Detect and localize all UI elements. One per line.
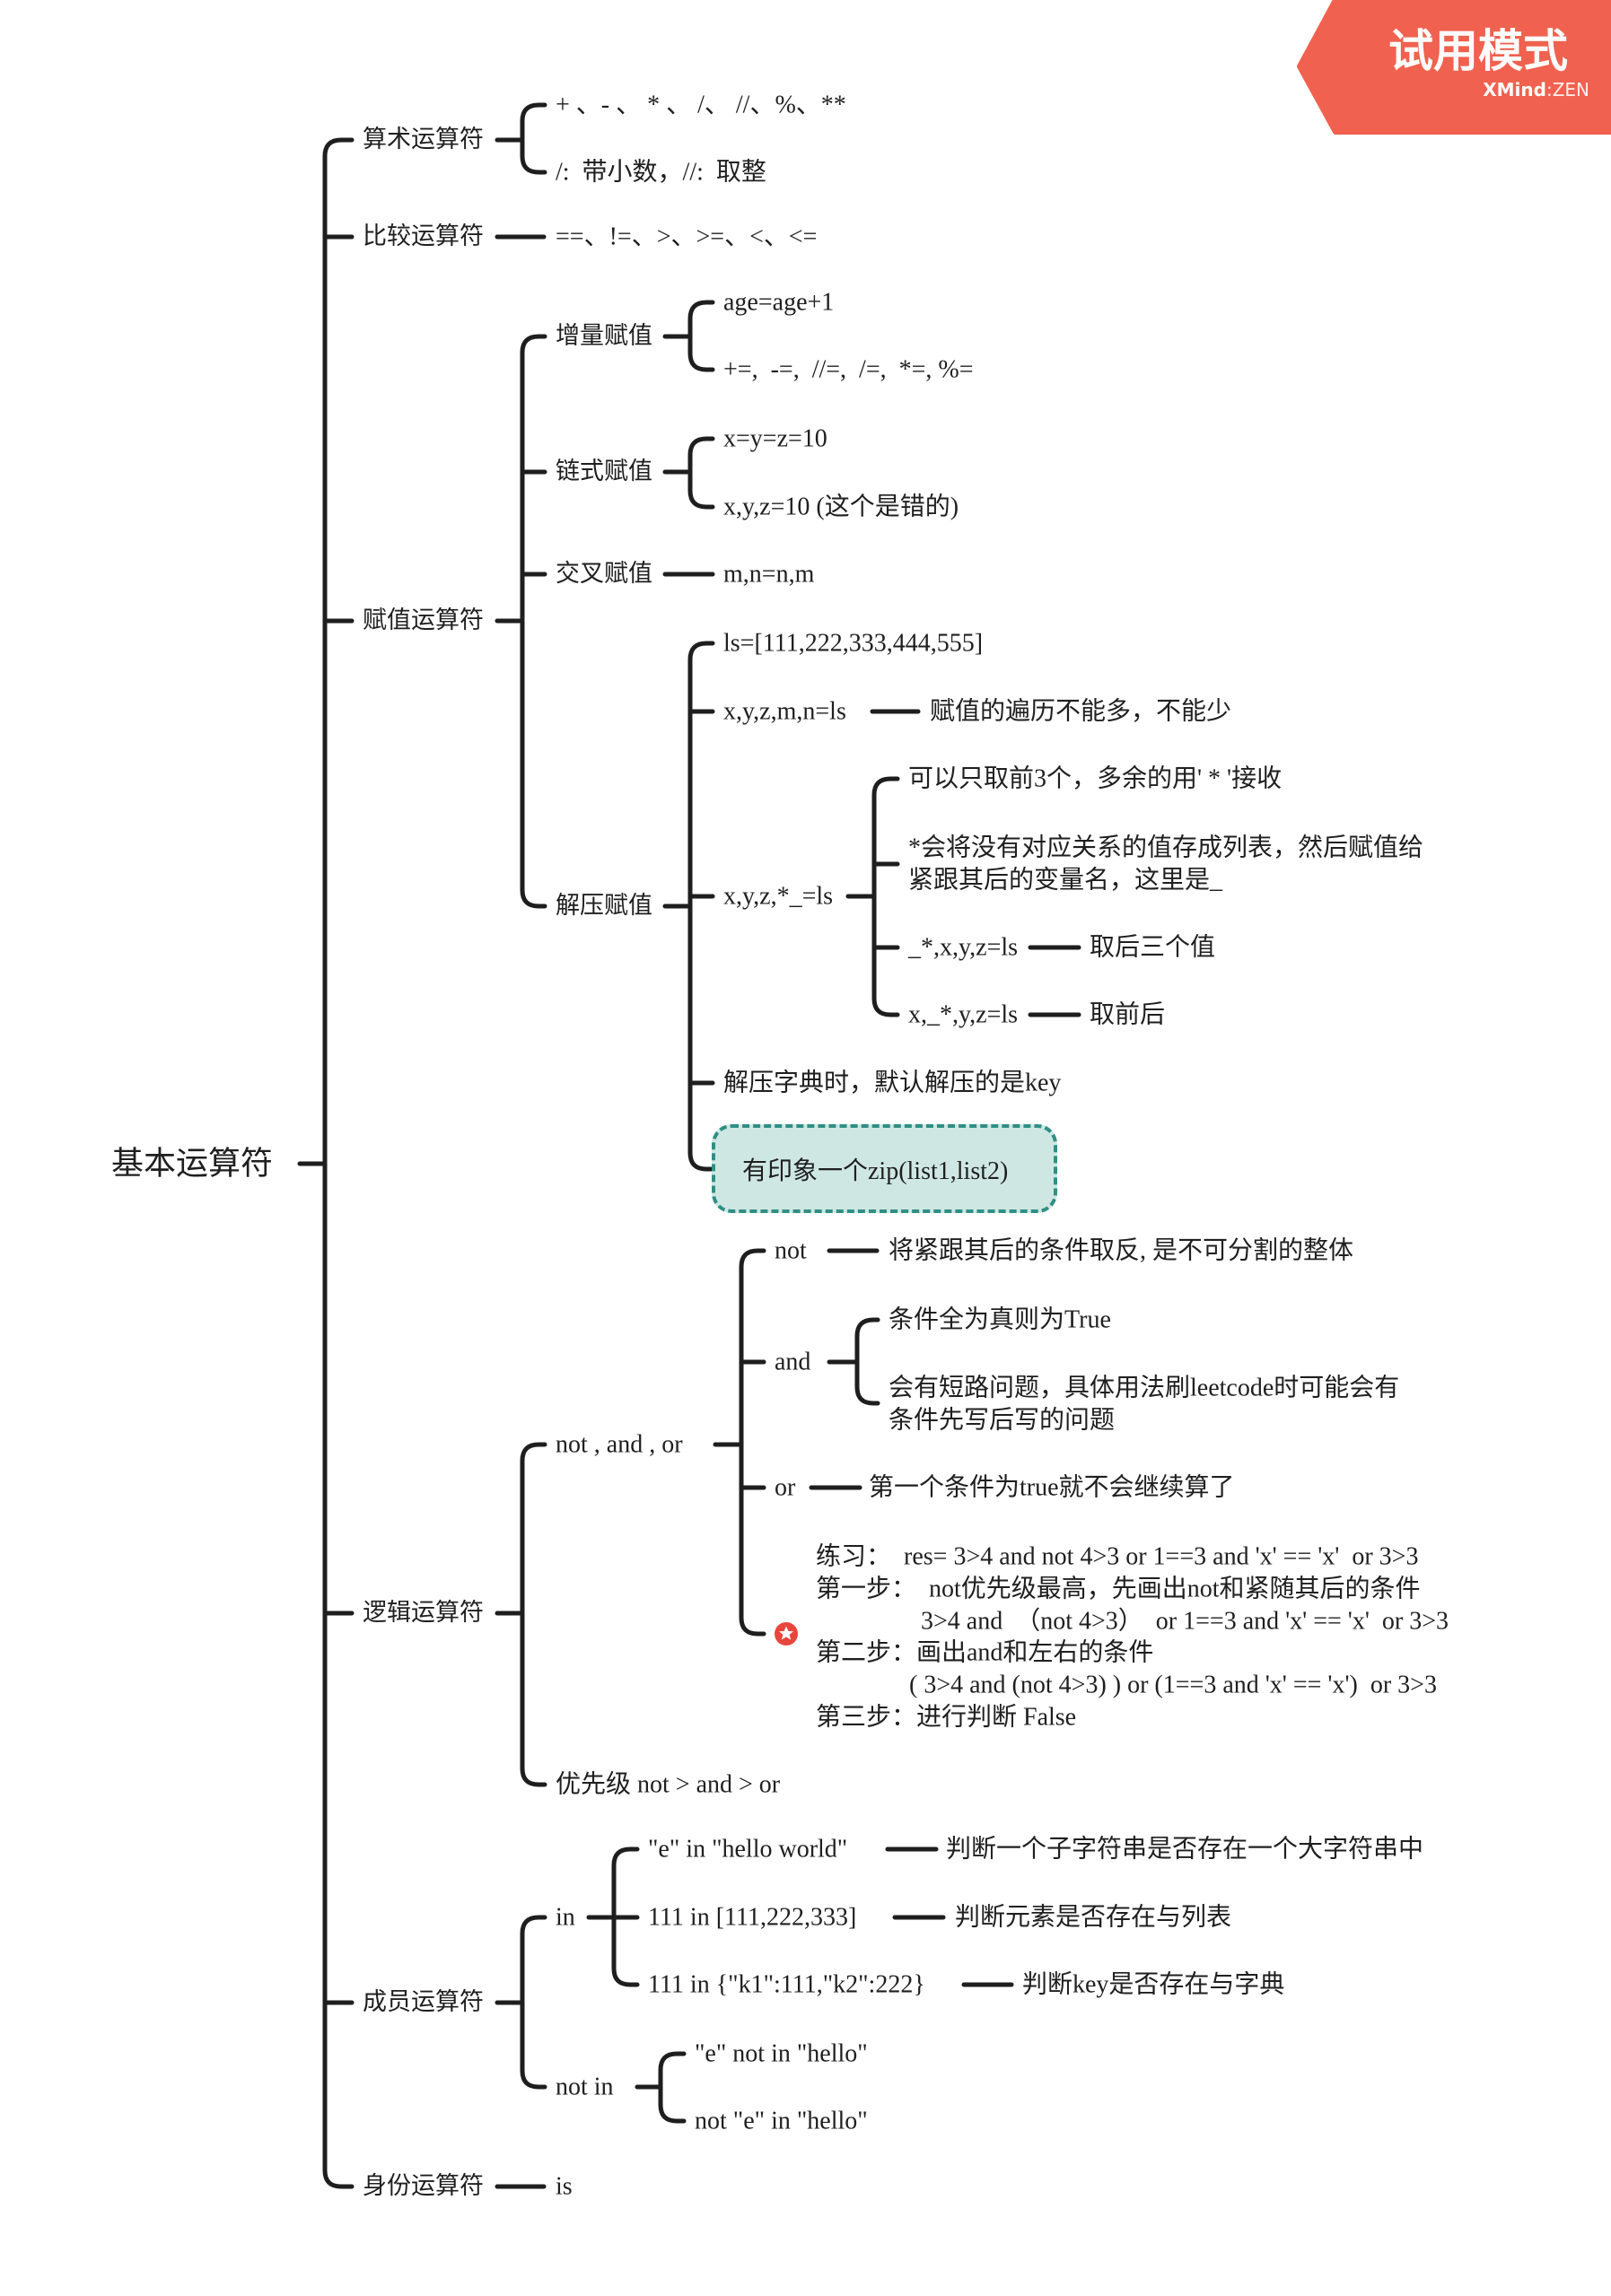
in-example-string: "e" in "hello world": [648, 1835, 848, 1864]
in-example-list: 111 in [111,222,333]: [648, 1903, 857, 1932]
arithmetic-operators: + 、- 、 * 、 /、 //、%、**: [556, 91, 846, 119]
not-in-bracket: [658, 2051, 687, 2124]
subtopic-logic-ops: not , and , or: [556, 1430, 683, 1459]
exercise-line-3: 3>4 and （not 4>3） or 1==3 and 'x' == 'x'…: [921, 1607, 1449, 1636]
in-note-string: 判断一个子字符串是否存在一个大字符串中: [946, 1835, 1424, 1864]
unpacking-exact-note: 赋值的遍历不能多，不能少: [930, 697, 1232, 726]
starred-bracket: [871, 776, 900, 1017]
not-in-example-1: "e" not in "hello": [695, 2039, 868, 2068]
logic-and-short-circuit-line-1: 会有短路问题，具体用法刷leetcode时可能会有: [889, 1374, 1400, 1402]
logic-and-label: and: [775, 1348, 811, 1376]
incremental-bracket: [687, 300, 715, 372]
logic-not-note: 将紧跟其后的条件取反, 是不可分割的整体: [889, 1236, 1354, 1265]
subtopic-incremental: 增量赋值: [556, 322, 652, 351]
arithmetic-bracket: [520, 102, 547, 175]
unpacking-starred-expr: x,y,z,*_=ls: [723, 882, 834, 911]
starred-explain-line-2: 紧跟其后的变量名，这里是_: [908, 866, 1223, 895]
logic-or-note: 第一个条件为true就不会继续算了: [869, 1473, 1235, 1502]
unpacking-bracket: [687, 641, 715, 1172]
exercise-line-1: 练习： res= 3>4 and not 4>3 or 1==3 and 'x'…: [816, 1542, 1419, 1571]
unpacking-exact-expr: x,y,z,m,n=ls: [723, 697, 846, 726]
logic-and-short-circuit-line-2: 条件先写后写的问题: [889, 1406, 1116, 1435]
topic-membership: 成员运算符: [363, 1988, 484, 2017]
arithmetic-division-note: /: 带小数，//: 取整: [556, 158, 766, 187]
watermark-edition: :ZEN: [1545, 79, 1589, 100]
zip-highlight-box: 有印象一个zip(list1,list2): [712, 1124, 1057, 1213]
unpacking-dict-note: 解压字典时，默认解压的是key: [723, 1069, 1062, 1097]
subtopic-chained: 链式赋值: [556, 458, 652, 486]
star-icon: [775, 1622, 798, 1646]
incremental-example: age=age+1: [723, 288, 835, 317]
logic-not-label: not: [775, 1236, 807, 1265]
zip-note: 有印象一个zip(list1,list2): [742, 1157, 1009, 1185]
watermark-badge-shape: [1297, 0, 1611, 135]
root-bracket: [322, 137, 355, 2189]
topic-logic: 逻辑运算符: [363, 1599, 484, 1628]
incremental-operators: +=, -=, //=, /=, *=, %=: [723, 355, 974, 384]
in-example-dict: 111 in {"k1":111,"k2":222}: [648, 1970, 925, 1999]
cross-example: m,n=n,m: [723, 560, 815, 589]
unpacking-list: ls=[111,222,333,444,555]: [723, 629, 984, 658]
identity-operator: is: [556, 2172, 573, 2201]
starred-first-three: 可以只取前3个，多余的用' * '接收: [908, 764, 1283, 793]
membership-in-label: in: [556, 1903, 575, 1932]
logic-priority: 优先级 not > and > or: [556, 1770, 781, 1799]
starred-ends-expr: x,_*,y,z=ls: [908, 1000, 1019, 1029]
and-bracket: [854, 1317, 880, 1406]
logic-and-all-true: 条件全为真则为True: [889, 1305, 1111, 1334]
trial-watermark: 试用模式 XMind:ZEN: [1292, 0, 1611, 135]
starred-last-three-expr: _*,x,y,z=ls: [908, 933, 1019, 962]
chained-bracket: [687, 436, 715, 510]
watermark-brand-name: XMind: [1483, 79, 1546, 100]
topic-assignment: 赋值运算符: [363, 607, 484, 635]
logic-bracket: [520, 1442, 547, 1787]
exercise-line-4: 第二步：画出and和左右的条件: [816, 1638, 1154, 1667]
watermark-title: 试用模式: [1388, 25, 1568, 77]
membership-bracket: [520, 1915, 547, 2090]
starred-explain-line-1: *会将没有对应关系的值存成列表，然后赋值给: [908, 834, 1424, 862]
starred-ends-note: 取前后: [1090, 1000, 1166, 1029]
chained-example: x=y=z=10: [723, 424, 827, 453]
exercise-line-5: ( 3>4 and (not 4>3) ) or (1==3 and 'x' =…: [909, 1671, 1437, 1699]
membership-not-in-label: not in: [556, 2073, 614, 2101]
in-note-list: 判断元素是否存在与列表: [955, 1903, 1232, 1932]
ops-bracket: [739, 1248, 766, 1637]
watermark-brand: XMind:ZEN: [1483, 79, 1589, 100]
not-in-example-2: not "e" in "hello": [695, 2107, 868, 2135]
comparison-operators: ==、!=、>、>=、<、<=: [556, 223, 818, 251]
subtopic-unpacking: 解压赋值: [556, 892, 652, 921]
starred-last-three-note: 取后三个值: [1090, 933, 1216, 962]
assignment-bracket: [520, 334, 547, 909]
topic-arithmetic: 算术运算符: [363, 126, 484, 154]
topic-comparison: 比较运算符: [363, 223, 484, 251]
exercise-line-6: 第三步：进行判断 False: [816, 1703, 1077, 1732]
subtopic-cross: 交叉赋值: [556, 560, 652, 589]
logic-or-label: or: [775, 1473, 796, 1502]
chained-wrong-example: x,y,z=10 (这个是错的): [723, 493, 959, 521]
in-note-dict: 判断key是否存在与字典: [1022, 1970, 1285, 1999]
exercise-line-2: 第一步： not优先级最高，先画出not和紧随其后的条件: [816, 1575, 1421, 1603]
topic-identity: 身份运算符: [363, 2172, 484, 2201]
root-topic: 基本运算符: [111, 1145, 274, 1183]
